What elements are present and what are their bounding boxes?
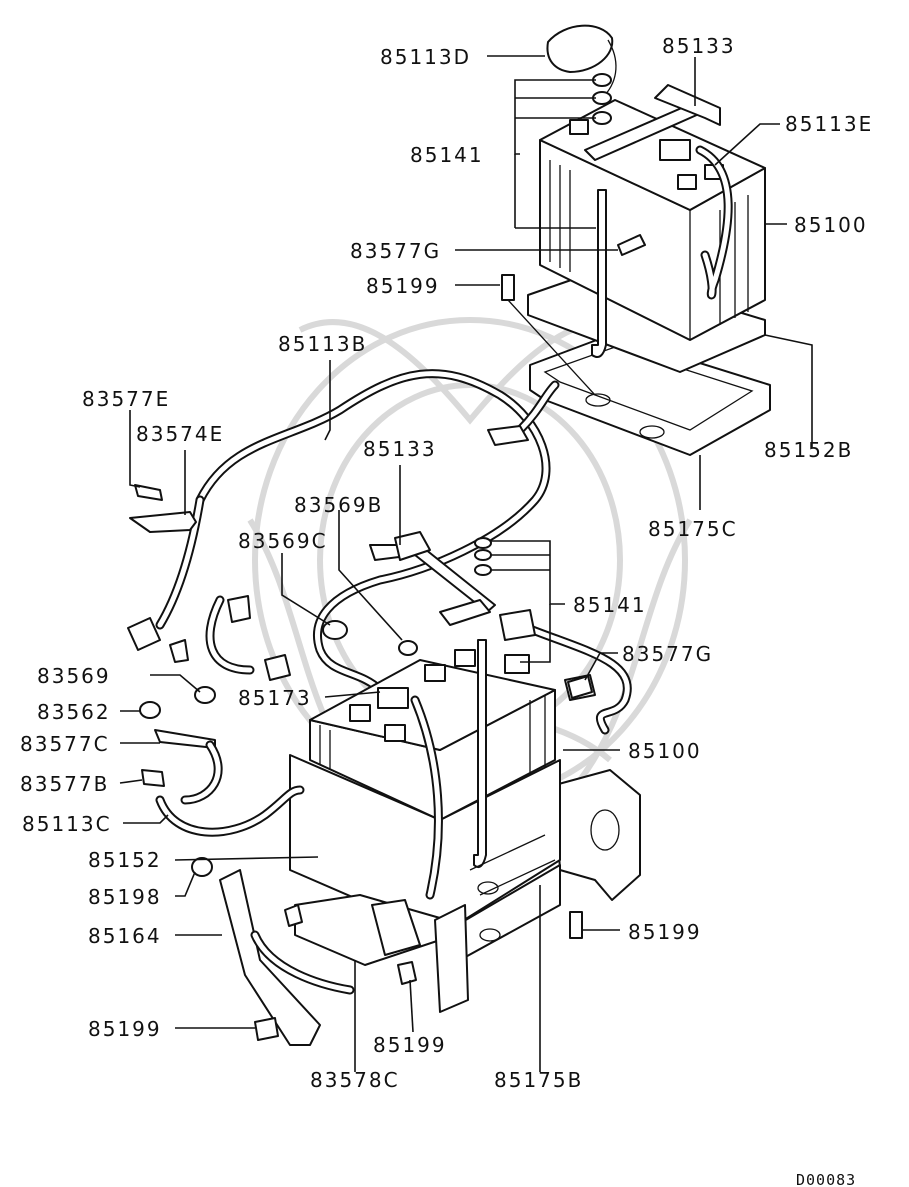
label-83569b: 83569B [294,493,383,517]
battery-top-lid [539,99,766,211]
label-85164: 85164 [88,924,162,948]
label-85141-mid: 85141 [573,593,647,617]
label-85198: 85198 [88,885,162,909]
label-85199-left: 85199 [88,1017,162,1041]
label-83577e: 83577E [82,387,170,411]
label-85152: 85152 [88,848,162,872]
label-85141-top: 85141 [410,143,484,167]
label-85199-bottom: 85199 [373,1033,447,1057]
label-85113e: 85113E [785,112,873,136]
label-85133-mid: 85133 [363,437,437,461]
label-83577b: 83577B [20,772,109,796]
label-85175c: 85175C [648,517,738,541]
label-85175b: 85175B [494,1068,583,1092]
label-83574e: 83574E [136,422,224,446]
leader-lines [119,55,813,1072]
label-83569: 83569 [37,664,111,688]
label-85100-top: 85100 [794,213,868,237]
terminal-cap-top [546,24,614,73]
label-85199-right: 85199 [628,920,702,944]
label-83578c: 83578C [310,1068,400,1092]
label-85113b: 85113B [278,332,367,356]
cable-85113b [127,369,560,695]
label-85133-top: 85133 [662,34,736,58]
diagram-code: D00083 [796,1171,856,1187]
stay-85164 [219,869,321,1046]
part-labels: 85113D 85133 85113E 85141 85100 83577G 8… [20,34,873,1092]
label-83577c: 83577C [20,732,110,756]
hold-down-rod-top [591,189,607,358]
label-85173: 85173 [238,686,312,710]
label-85113c: 85113C [22,812,112,836]
lower-battery-assembly [155,531,641,1046]
top-battery-assembly [501,24,771,456]
label-85100-mid: 85100 [628,739,702,763]
label-85199-top: 85199 [366,274,440,298]
frame-bracket [554,769,641,901]
label-83569c: 83569C [238,529,328,553]
left-small-parts [129,484,223,805]
label-85113d: 85113D [380,45,471,69]
label-83577g-top: 83577G [350,239,441,263]
label-83577g-mid: 83577G [622,642,713,666]
label-83562: 83562 [37,700,111,724]
label-85152b: 85152B [764,438,853,462]
